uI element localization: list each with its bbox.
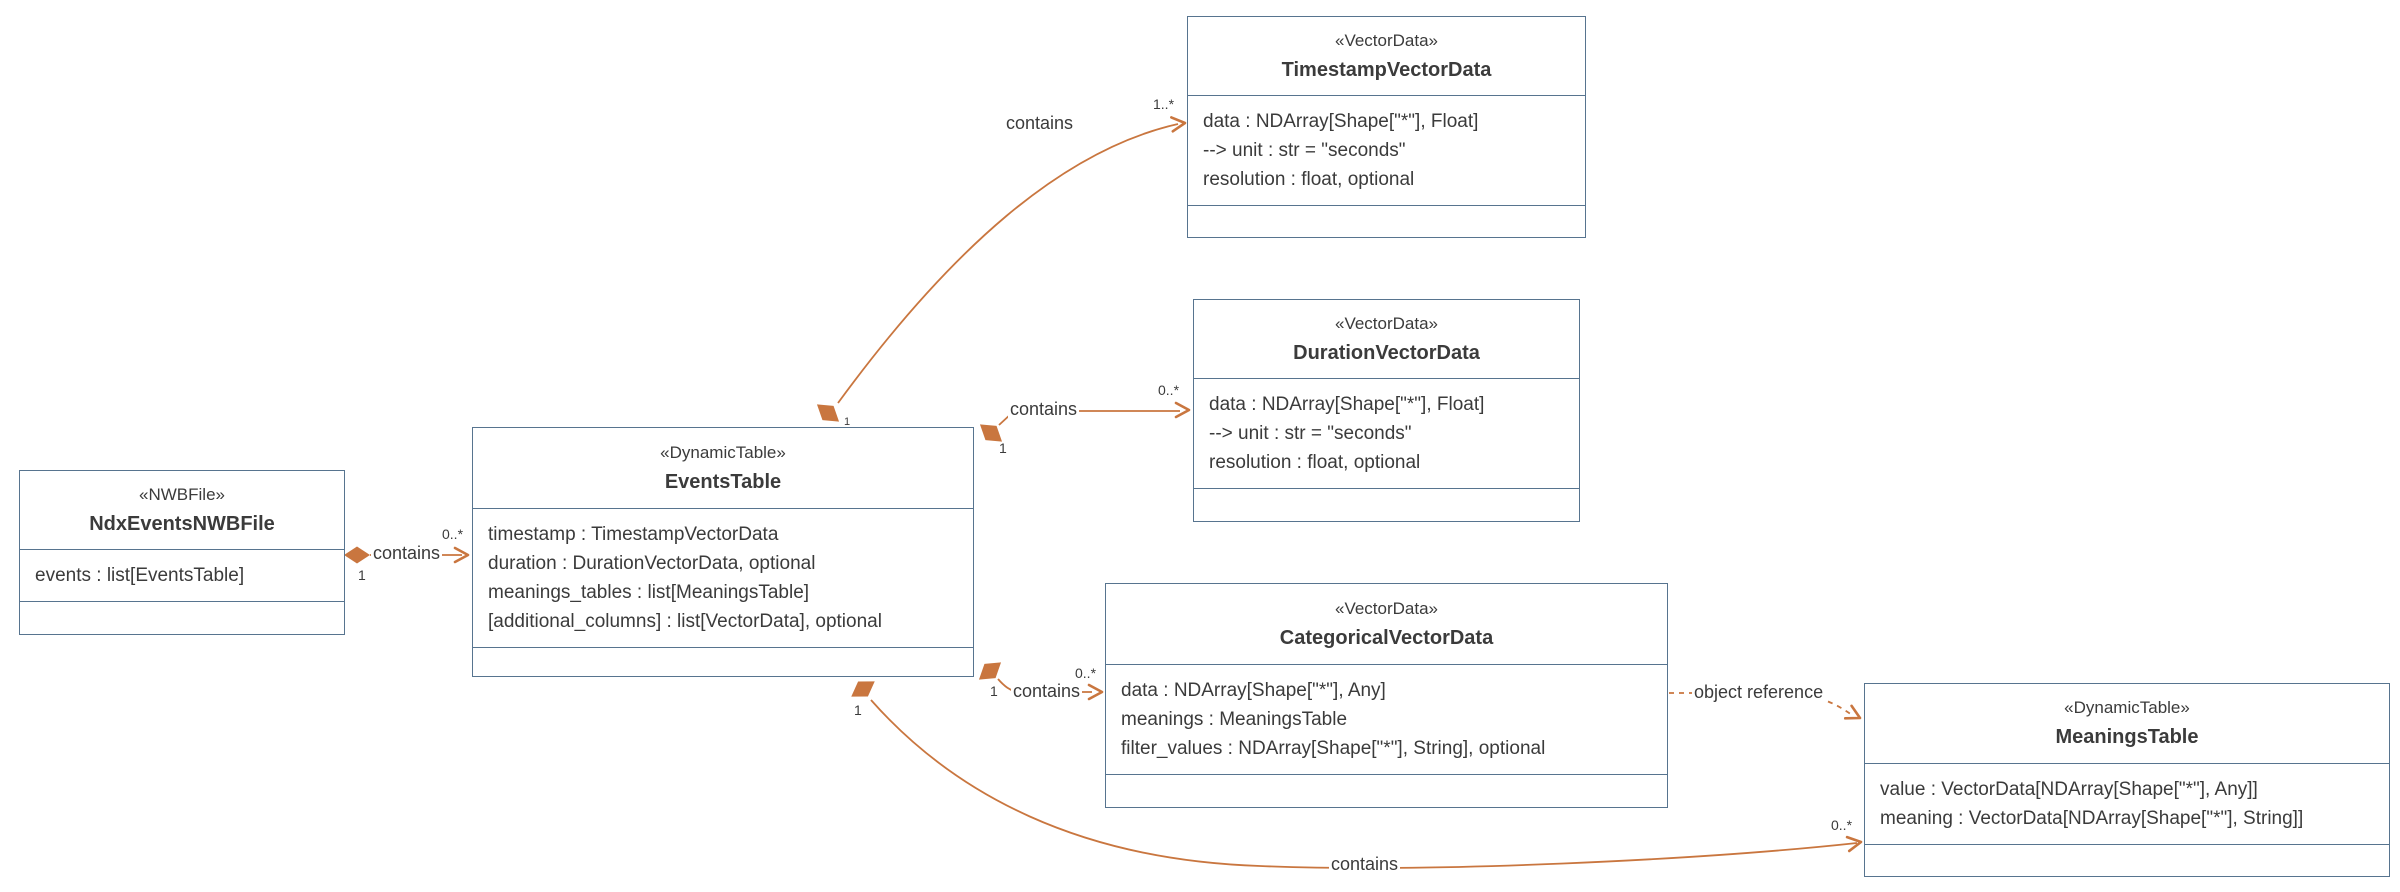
- relation-label-contains: contains: [1011, 681, 1083, 702]
- multiplicity: 0..*: [442, 526, 464, 542]
- class-attributes: data : NDArray[Shape["*"], Any] meanings…: [1106, 664, 1667, 774]
- attribute: meanings : MeaningsTable: [1121, 709, 1348, 730]
- attribute: value : VectorData[NDArray[Shape["*"], A…: [1880, 779, 2258, 800]
- attribute: filter_values : NDArray[Shape["*"], Stri…: [1121, 738, 1546, 759]
- class-box-duration-vector-data: «VectorData» DurationVectorData data : N…: [1193, 299, 1580, 522]
- class-stereotype: «VectorData»: [1334, 313, 1438, 333]
- attribute: timestamp : TimestampVectorData: [488, 524, 779, 545]
- multiplicity: 0..*: [1158, 382, 1180, 398]
- multiplicity: 0..*: [1075, 665, 1097, 681]
- arrowhead-icon: [1170, 116, 1187, 133]
- composition-diamond: [978, 662, 1002, 680]
- arrowhead-icon: [1843, 704, 1862, 720]
- arrowhead-icon: [453, 546, 470, 564]
- class-stereotype: «DynamicTable»: [2064, 698, 2190, 717]
- class-title: «VectorData» CategoricalVectorData: [1106, 584, 1667, 664]
- composition-diamond: [851, 681, 875, 697]
- class-attributes: data : NDArray[Shape["*"], Float] --> un…: [1194, 378, 1579, 488]
- class-attributes: events : list[EventsTable]: [20, 549, 344, 601]
- multiplicity: 1: [358, 567, 366, 583]
- class-title: «DynamicTable» EventsTable: [473, 428, 973, 508]
- class-box-events-table: «DynamicTable» EventsTable timestamp : T…: [472, 427, 974, 677]
- class-methods-empty: [1188, 205, 1585, 237]
- class-name: DurationVectorData: [1293, 341, 1480, 364]
- attribute: meanings_tables : list[MeaningsTable]: [488, 582, 810, 603]
- multiplicity: 1: [990, 683, 998, 699]
- composition-diamond: [816, 404, 840, 422]
- class-methods-empty: [1106, 774, 1667, 807]
- relation-label-object-reference: object reference: [1692, 682, 1826, 703]
- relation-label-contains: contains: [1006, 113, 1074, 133]
- relation-events-contains-meanings: [851, 681, 1863, 869]
- attribute: meaning : VectorData[NDArray[Shape["*"],…: [1880, 808, 2304, 829]
- arrowhead-icon: [1174, 401, 1191, 419]
- multiplicity: 0..*: [1831, 817, 1853, 833]
- class-title: «VectorData» DurationVectorData: [1194, 300, 1579, 378]
- class-name: MeaningsTable: [2055, 726, 2199, 748]
- attribute: resolution : float, optional: [1203, 169, 1415, 190]
- class-methods-empty: [1194, 488, 1579, 521]
- class-name: EventsTable: [664, 470, 782, 493]
- class-attributes: value : VectorData[NDArray[Shape["*"], A…: [1865, 763, 2389, 844]
- class-methods-empty: [1865, 844, 2389, 876]
- arrowhead-icon: [1845, 835, 1863, 853]
- relation-label-contains: contains: [371, 543, 443, 564]
- relation-label-contains: contains: [1329, 854, 1401, 875]
- class-attributes: data : NDArray[Shape["*"], Float] --> un…: [1188, 95, 1585, 205]
- multiplicity: 1: [999, 440, 1007, 456]
- attribute: data : NDArray[Shape["*"], Any]: [1121, 680, 1386, 701]
- class-stereotype: «DynamicTable»: [660, 442, 786, 462]
- attribute: duration : DurationVectorData, optional: [488, 553, 816, 574]
- arrowhead-icon: [1087, 683, 1104, 701]
- attribute: --> unit : str = "seconds": [1209, 423, 1412, 444]
- class-title: «VectorData» TimestampVectorData: [1188, 17, 1585, 95]
- class-box-ndx-events-nwbfile: «NWBFile» NdxEventsNWBFile events : list…: [19, 470, 345, 635]
- attribute: [additional_columns] : list[VectorData],…: [488, 611, 882, 632]
- attribute: resolution : float, optional: [1209, 452, 1421, 473]
- class-name: NdxEventsNWBFile: [89, 512, 275, 535]
- class-stereotype: «VectorData»: [1334, 598, 1438, 618]
- class-title: «NWBFile» NdxEventsNWBFile: [20, 471, 344, 549]
- multiplicity: 1: [844, 416, 851, 428]
- multiplicity: 1: [854, 702, 862, 718]
- relation-events-contains-timestamp: [816, 116, 1187, 422]
- multiplicity: 1..*: [1153, 96, 1175, 112]
- attribute: --> unit : str = "seconds": [1203, 140, 1406, 161]
- attribute: data : NDArray[Shape["*"], Float]: [1209, 394, 1485, 415]
- composition-diamond: [979, 424, 1003, 442]
- class-box-categorical-vector-data: «VectorData» CategoricalVectorData data …: [1105, 583, 1668, 808]
- class-box-meanings-table: «DynamicTable» MeaningsTable value : Vec…: [1864, 683, 2390, 877]
- class-methods-empty: [20, 601, 344, 634]
- class-title: «DynamicTable» MeaningsTable: [1865, 684, 2389, 763]
- class-name: CategoricalVectorData: [1279, 626, 1494, 649]
- class-stereotype: «VectorData»: [1334, 30, 1438, 50]
- attribute: events : list[EventsTable]: [35, 565, 245, 586]
- class-stereotype: «NWBFile»: [139, 484, 225, 504]
- class-box-timestamp-vector-data: «VectorData» TimestampVectorData data : …: [1187, 16, 1586, 238]
- relation-label-contains: contains: [1008, 399, 1080, 420]
- class-name: TimestampVectorData: [1281, 58, 1492, 81]
- attribute: data : NDArray[Shape["*"], Float]: [1203, 111, 1479, 132]
- composition-diamond: [344, 546, 370, 564]
- class-methods-empty: [473, 647, 973, 676]
- class-attributes: timestamp : TimestampVectorData duration…: [473, 508, 973, 647]
